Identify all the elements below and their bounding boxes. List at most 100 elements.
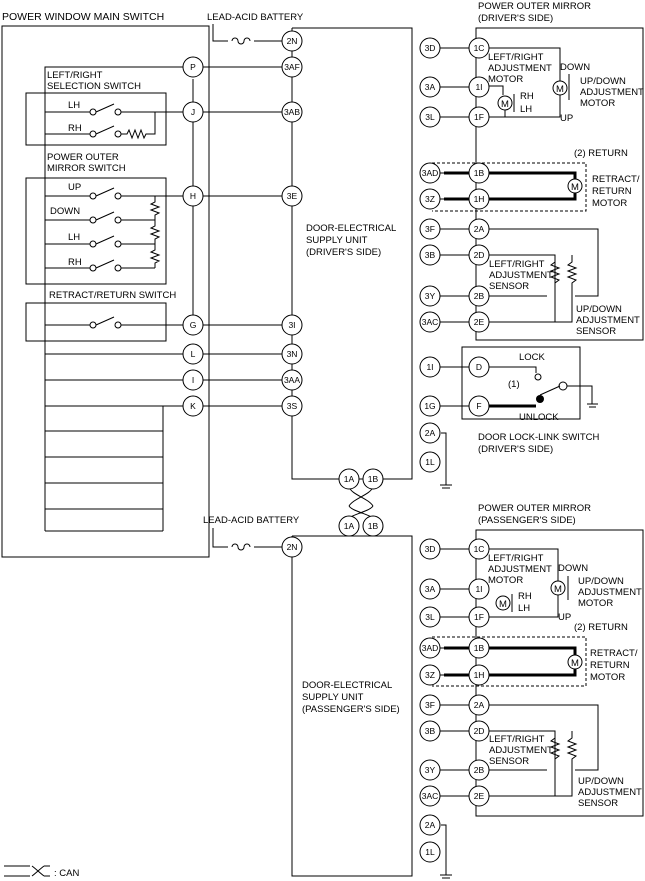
pin-circle bbox=[419, 106, 441, 128]
ud-motor-label: MOTOR bbox=[580, 98, 615, 109]
passenger-retract-motor: (2) RETURN M RETRACT/ RETURN MOTOR bbox=[432, 622, 638, 687]
motor-symbol: M bbox=[571, 658, 579, 669]
pin-circle bbox=[419, 422, 441, 444]
battery-label-passenger: LEAD-ACID BATTERY bbox=[203, 515, 300, 526]
driver-mirror-pin: 2E bbox=[468, 311, 490, 333]
driver-unit-pin: 3E bbox=[281, 185, 303, 207]
down-label: DOWN bbox=[560, 62, 590, 73]
driver-unit-pin: 3B bbox=[419, 244, 441, 266]
pin-circle bbox=[468, 578, 490, 600]
ud-motor-label: UP/DOWN bbox=[578, 576, 624, 587]
passenger-mirror-pin: 2D bbox=[468, 720, 490, 742]
pin-circle bbox=[468, 694, 490, 716]
driver-unit-title-1: DOOR-ELECTRICAL bbox=[306, 223, 396, 234]
pin-label: 1B bbox=[368, 521, 379, 531]
driver-mirror-pin: 1F bbox=[468, 106, 490, 128]
battery-driver: LEAD-ACID BATTERY bbox=[207, 12, 304, 45]
driver-unit-pin: 3S bbox=[281, 395, 303, 417]
lr-sel-lh: LH bbox=[68, 100, 80, 111]
pin-circle bbox=[419, 451, 441, 473]
driver-mirror-title-1: POWER OUTER MIRROR bbox=[478, 1, 591, 12]
pin-circle bbox=[468, 311, 490, 333]
lr-sel-resistor bbox=[121, 112, 156, 140]
main-switch-pin: G bbox=[182, 314, 204, 336]
pin-circle bbox=[182, 343, 204, 365]
contact bbox=[89, 108, 97, 116]
ud-motor-label: MOTOR bbox=[578, 598, 613, 609]
contact bbox=[534, 373, 542, 381]
pin-circle bbox=[468, 720, 490, 742]
pin-label: 1H bbox=[474, 194, 485, 204]
ud-sensor-label: ADJUSTMENT bbox=[576, 315, 640, 326]
driver-unit-pin: 3D bbox=[419, 37, 441, 59]
pin-label: 1B bbox=[368, 474, 379, 484]
pin-circle bbox=[281, 101, 303, 123]
contact bbox=[536, 395, 544, 403]
pin-circle bbox=[182, 56, 204, 78]
mirror-sw-rh: RH bbox=[68, 257, 82, 268]
can-pin: 1A bbox=[338, 515, 360, 537]
driver-unit-pin: 2A bbox=[419, 422, 441, 444]
switch-blade bbox=[95, 211, 115, 221]
pin-circle bbox=[281, 314, 303, 336]
passenger-unit-title-3: (PASSENGER'S SIDE) bbox=[302, 704, 400, 715]
fuse-driver bbox=[222, 37, 282, 45]
wire bbox=[567, 385, 593, 404]
return-dashed-line bbox=[432, 162, 587, 212]
pin-label: 3Y bbox=[425, 291, 436, 301]
pin-label: 1F bbox=[474, 112, 484, 122]
driver-unit-pin: 1G bbox=[419, 395, 441, 417]
can-legend-label: : CAN bbox=[54, 868, 79, 879]
driver-unit-pin: 3AF bbox=[281, 56, 303, 78]
lr-selection-title-1: LEFT/RIGHT bbox=[47, 70, 103, 81]
pin-label: G bbox=[190, 320, 197, 330]
pin-circle bbox=[419, 162, 441, 184]
passenger-mirror-title-2: (PASSENGER'S SIDE) bbox=[478, 515, 576, 526]
pin-label: K bbox=[190, 401, 196, 411]
switch-blade bbox=[95, 187, 115, 197]
pin-circle bbox=[419, 218, 441, 240]
pin-circle bbox=[468, 285, 490, 307]
pin-circle bbox=[419, 785, 441, 807]
motor-symbol: M bbox=[554, 584, 562, 595]
pin-circle bbox=[419, 76, 441, 98]
passenger-unit-pin: 3A bbox=[419, 578, 441, 600]
wire bbox=[441, 432, 447, 485]
driver-unit-pin: 3I bbox=[281, 314, 303, 336]
pin-circle bbox=[468, 606, 490, 628]
main-switch-pin: K bbox=[182, 395, 204, 417]
passenger-unit-title-2: SUPPLY UNIT bbox=[302, 692, 364, 703]
pin-label: 3E bbox=[287, 191, 298, 201]
pin-circle bbox=[468, 785, 490, 807]
retract-motor-label: MOTOR bbox=[590, 672, 625, 683]
ground-icon bbox=[440, 824, 452, 879]
pin-label: 3L bbox=[425, 612, 435, 622]
retract-wire bbox=[444, 171, 577, 179]
motor-symbol: M bbox=[499, 599, 507, 610]
pin-circle bbox=[468, 76, 490, 98]
passenger-unit-title-1: DOOR-ELECTRICAL bbox=[302, 680, 392, 691]
pin-label: 3AF bbox=[284, 62, 300, 72]
pin-circle bbox=[281, 536, 303, 558]
contact bbox=[114, 130, 122, 138]
pin-circle bbox=[419, 694, 441, 716]
switch-blade bbox=[95, 125, 115, 135]
rh-label: RH bbox=[518, 591, 532, 602]
passenger-mirror-pin: 2B bbox=[468, 759, 490, 781]
can-legend-symbol bbox=[4, 865, 50, 877]
driver-retract-motor: (2) RETURN M RETRACT/ RETURN MOTOR bbox=[432, 148, 640, 212]
contact bbox=[558, 381, 568, 391]
contact bbox=[89, 192, 97, 200]
wire bbox=[488, 85, 504, 95]
pin-label: 2A bbox=[474, 700, 485, 710]
pin-circle bbox=[468, 218, 490, 240]
pin-circle bbox=[419, 538, 441, 560]
pin-label: F bbox=[476, 401, 481, 411]
wire bbox=[212, 24, 222, 42]
main-switch-box bbox=[1, 25, 210, 558]
driver-mirror-box bbox=[475, 27, 644, 341]
passenger-unit-pin: 2N bbox=[281, 536, 303, 558]
pin-label: 1B bbox=[474, 643, 485, 653]
can-pin: 1B bbox=[362, 515, 384, 537]
passenger-ud-motor: DOWN M UP/DOWN ADJUSTMENT MOTOR UP bbox=[489, 548, 642, 623]
